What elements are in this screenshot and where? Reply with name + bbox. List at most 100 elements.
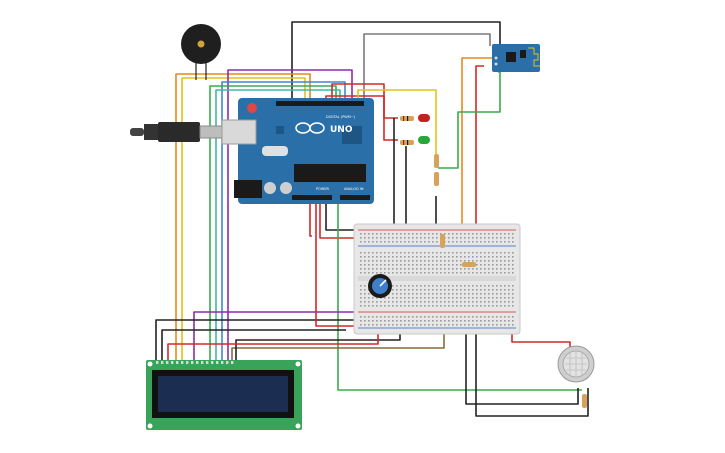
breadboard-hole bbox=[360, 289, 362, 291]
breadboard-hole bbox=[448, 268, 450, 270]
breadboard-hole bbox=[508, 293, 510, 295]
breadboard-hole bbox=[392, 316, 394, 318]
breadboard-hole bbox=[508, 256, 510, 258]
breadboard-hole bbox=[436, 285, 438, 287]
esp8266-module-icon bbox=[492, 44, 540, 72]
breadboard-hole bbox=[468, 268, 470, 270]
breadboard-hole bbox=[508, 305, 510, 307]
breadboard-hole bbox=[392, 233, 394, 235]
breadboard-hole bbox=[428, 293, 430, 295]
breadboard-hole bbox=[440, 268, 442, 270]
breadboard-hole bbox=[428, 233, 430, 235]
resistor-icon bbox=[440, 234, 445, 248]
breadboard-hole bbox=[480, 264, 482, 266]
breadboard-hole bbox=[380, 241, 382, 243]
breadboard-hole bbox=[384, 297, 386, 299]
breadboard-hole bbox=[412, 264, 414, 266]
breadboard-hole bbox=[432, 285, 434, 287]
breadboard-hole bbox=[488, 297, 490, 299]
breadboard-hole bbox=[436, 241, 438, 243]
lcd-pin bbox=[221, 361, 224, 364]
breadboard-hole bbox=[484, 252, 486, 254]
breadboard-hole bbox=[484, 285, 486, 287]
breadboard-hole bbox=[360, 285, 362, 287]
breadboard-hole bbox=[464, 260, 466, 262]
breadboard-hole bbox=[468, 320, 470, 322]
breadboard-hole bbox=[364, 289, 366, 291]
breadboard-hole bbox=[508, 285, 510, 287]
breadboard-hole bbox=[416, 241, 418, 243]
breadboard-hole bbox=[456, 305, 458, 307]
breadboard-hole bbox=[364, 233, 366, 235]
breadboard-hole bbox=[492, 260, 494, 262]
breadboard-hole bbox=[368, 241, 370, 243]
breadboard-hole bbox=[364, 260, 366, 262]
breadboard-hole bbox=[488, 272, 490, 274]
breadboard-hole bbox=[420, 260, 422, 262]
breadboard-hole bbox=[408, 233, 410, 235]
wire-green-lcd bbox=[209, 85, 337, 362]
breadboard-hole bbox=[508, 316, 510, 318]
breadboard-hole bbox=[496, 268, 498, 270]
breadboard-hole bbox=[444, 316, 446, 318]
breadboard-hole bbox=[512, 297, 514, 299]
lcd-pin bbox=[201, 361, 204, 364]
breadboard-hole bbox=[424, 241, 426, 243]
breadboard-hole bbox=[364, 293, 366, 295]
breadboard-hole bbox=[492, 285, 494, 287]
breadboard-hole bbox=[460, 289, 462, 291]
breadboard-hole bbox=[412, 268, 414, 270]
breadboard-hole bbox=[380, 256, 382, 258]
resistors bbox=[400, 116, 587, 408]
breadboard-hole bbox=[492, 264, 494, 266]
breadboard-hole bbox=[416, 293, 418, 295]
breadboard-hole bbox=[400, 272, 402, 274]
breadboard-hole bbox=[456, 272, 458, 274]
breadboard-hole bbox=[384, 268, 386, 270]
breadboard-hole bbox=[412, 233, 414, 235]
breadboard-hole bbox=[444, 252, 446, 254]
breadboard-hole bbox=[424, 252, 426, 254]
breadboard-hole bbox=[368, 316, 370, 318]
breadboard-hole bbox=[404, 320, 406, 322]
breadboard-hole bbox=[412, 260, 414, 262]
breadboard-hole bbox=[476, 252, 478, 254]
breadboard-hole bbox=[460, 305, 462, 307]
breadboard-hole bbox=[408, 260, 410, 262]
breadboard-hole bbox=[380, 264, 382, 266]
breadboard-hole bbox=[488, 293, 490, 295]
breadboard-hole bbox=[440, 320, 442, 322]
breadboard-hole bbox=[488, 289, 490, 291]
breadboard-hole bbox=[512, 252, 514, 254]
breadboard-hole bbox=[408, 252, 410, 254]
breadboard-hole bbox=[484, 293, 486, 295]
breadboard-hole bbox=[456, 285, 458, 287]
breadboard-hole bbox=[448, 316, 450, 318]
breadboard-hole bbox=[504, 320, 506, 322]
breadboard-hole bbox=[432, 293, 434, 295]
breadboard-hole bbox=[416, 320, 418, 322]
breadboard-hole bbox=[424, 301, 426, 303]
breadboard-hole bbox=[396, 252, 398, 254]
breadboard-hole bbox=[500, 305, 502, 307]
breadboard-hole bbox=[392, 264, 394, 266]
breadboard-hole bbox=[400, 316, 402, 318]
breadboard-hole bbox=[496, 233, 498, 235]
breadboard-hole bbox=[500, 233, 502, 235]
breadboard-hole bbox=[428, 289, 430, 291]
breadboard-hole bbox=[472, 285, 474, 287]
breadboard-hole bbox=[472, 268, 474, 270]
wire-teal-lcd bbox=[215, 89, 341, 362]
breadboard-hole bbox=[472, 316, 474, 318]
breadboard-hole bbox=[492, 252, 494, 254]
breadboard-hole bbox=[392, 272, 394, 274]
breadboard-hole bbox=[484, 237, 486, 239]
breadboard-hole bbox=[496, 252, 498, 254]
breadboard-hole bbox=[508, 268, 510, 270]
breadboard-hole bbox=[440, 293, 442, 295]
breadboard-hole bbox=[444, 289, 446, 291]
lcd-pin bbox=[171, 361, 174, 364]
breadboard-hole bbox=[488, 237, 490, 239]
breadboard-hole bbox=[364, 297, 366, 299]
breadboard-hole bbox=[472, 241, 474, 243]
